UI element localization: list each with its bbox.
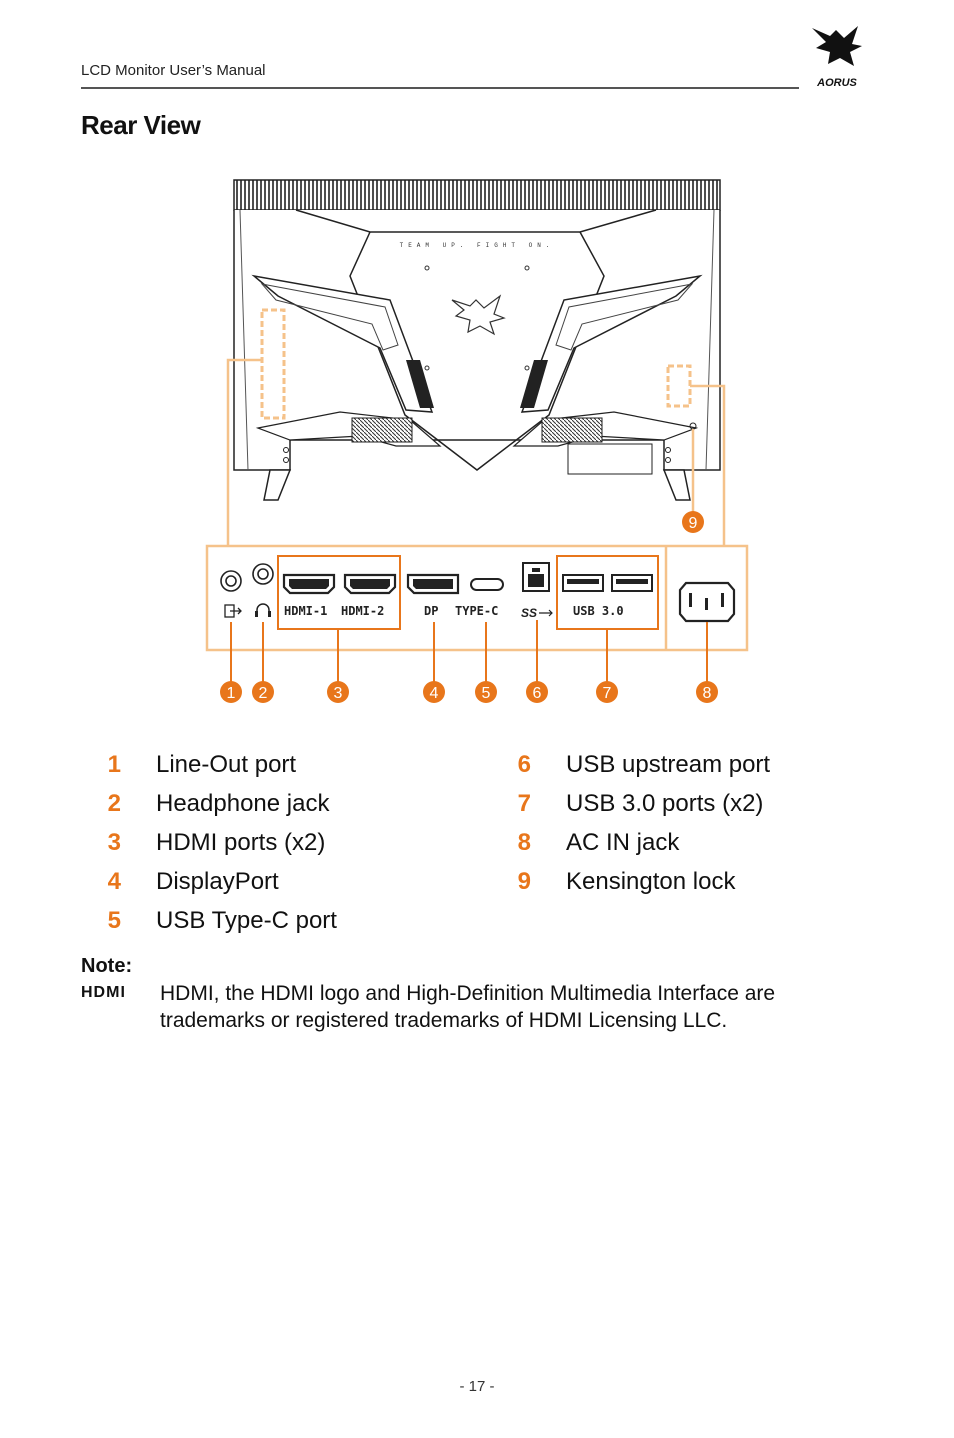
section-title: Rear View bbox=[81, 110, 201, 140]
legend-item: 4 DisplayPort bbox=[81, 862, 337, 901]
legend-number: 1 bbox=[107, 750, 121, 778]
callout-1: 1 bbox=[227, 685, 236, 702]
legend-label: Line-Out port bbox=[156, 750, 297, 778]
callout-8: 8 bbox=[703, 685, 712, 702]
dp-label: DP bbox=[424, 604, 438, 618]
legend-label: USB Type-C port bbox=[156, 906, 337, 934]
legend-number: 5 bbox=[107, 906, 121, 934]
brand-wordmark: AORUS bbox=[816, 77, 857, 89]
legend-number: 3 bbox=[107, 828, 121, 856]
usb3-port-1-icon bbox=[562, 574, 604, 592]
legend-right-column: 6 USB upstream port 7 USB 3.0 ports (x2)… bbox=[491, 745, 770, 901]
page-number: - 17 - bbox=[459, 1378, 495, 1395]
legend-number: 8 bbox=[517, 828, 531, 856]
legend-number: 9 bbox=[517, 867, 531, 895]
legend-number: 7 bbox=[517, 789, 531, 817]
header-divider bbox=[81, 87, 799, 89]
legend-label: USB 3.0 ports (x2) bbox=[566, 789, 764, 817]
note-text: HDMI, the HDMI logo and High-Definition … bbox=[160, 982, 776, 1032]
note-title: Note: bbox=[81, 955, 133, 977]
typec-label: TYPE-C bbox=[455, 604, 498, 618]
legend-number: 4 bbox=[107, 867, 121, 895]
leader-lines bbox=[226, 358, 726, 546]
legend-label: Headphone jack bbox=[156, 789, 330, 817]
usb-upstream-label: SS bbox=[521, 606, 537, 620]
legend-item: 6 USB upstream port bbox=[491, 745, 770, 784]
callout-7: 7 bbox=[603, 685, 612, 702]
displayport-icon bbox=[406, 573, 460, 595]
legend-label: Kensington lock bbox=[566, 867, 736, 895]
legend-number: 6 bbox=[517, 750, 531, 778]
callout-2: 2 bbox=[259, 685, 268, 702]
hdmi1-port-icon bbox=[282, 573, 336, 595]
legend-item: 3 HDMI ports (x2) bbox=[81, 823, 337, 862]
usb-type-c-icon bbox=[470, 578, 504, 591]
monitor-body: TEAM UP. FIGHT ON. bbox=[233, 179, 721, 501]
callout-6: 6 bbox=[533, 685, 542, 702]
legend-left-column: 1 Line-Out port 2 Headphone jack 3 HDMI … bbox=[81, 745, 337, 940]
legend-label: USB upstream port bbox=[566, 750, 771, 778]
callout-badges: 1 2 3 4 5 6 7 8 9 bbox=[220, 511, 718, 703]
line-out-jack-icon bbox=[220, 570, 242, 618]
aorus-logo-icon: AORUS bbox=[812, 26, 862, 89]
left-port-area-highlight bbox=[260, 308, 286, 420]
manual-title: LCD Monitor User’s Manual bbox=[81, 62, 266, 79]
callout-3: 3 bbox=[334, 685, 343, 702]
hdmi2-port-icon bbox=[343, 573, 397, 595]
hdmi-logo-text: HDMI bbox=[81, 984, 126, 1001]
panel-slogan: TEAM UP. FIGHT ON. bbox=[400, 242, 555, 249]
legend-label: DisplayPort bbox=[156, 867, 279, 895]
legend-item: 5 USB Type-C port bbox=[81, 901, 337, 940]
callout-4: 4 bbox=[430, 685, 439, 702]
usb3-port-2-icon bbox=[611, 574, 653, 592]
ac-in-jack-icon bbox=[678, 581, 736, 623]
rear-view-diagram: TEAM UP. FIGHT ON. bbox=[205, 179, 749, 703]
usb-upstream-icon bbox=[522, 562, 553, 617]
headphone-jack-icon bbox=[252, 563, 274, 617]
callout-9: 9 bbox=[689, 515, 698, 532]
hdmi2-label: HDMI-2 bbox=[341, 604, 384, 618]
hdmi1-label: HDMI-1 bbox=[284, 604, 327, 618]
legend-label: AC IN jack bbox=[566, 828, 680, 856]
legend-item: 2 Headphone jack bbox=[81, 784, 337, 823]
legend-number: 2 bbox=[107, 789, 121, 817]
legend-item: 7 USB 3.0 ports (x2) bbox=[491, 784, 770, 823]
hdmi-logo-icon: HDMI bbox=[81, 984, 126, 1001]
usb3-label: USB 3.0 bbox=[573, 604, 624, 618]
callout-5: 5 bbox=[482, 685, 491, 702]
legend-item: 9 Kensington lock bbox=[491, 862, 770, 901]
legend-item: 1 Line-Out port bbox=[81, 745, 337, 784]
legend-label: HDMI ports (x2) bbox=[156, 828, 326, 856]
legend-item: 8 AC IN jack bbox=[491, 823, 770, 862]
callout-lines bbox=[230, 620, 708, 682]
port-panel: HDMI-1 HDMI-2 DP TYPE-C SS USB 3.0 bbox=[205, 544, 749, 652]
